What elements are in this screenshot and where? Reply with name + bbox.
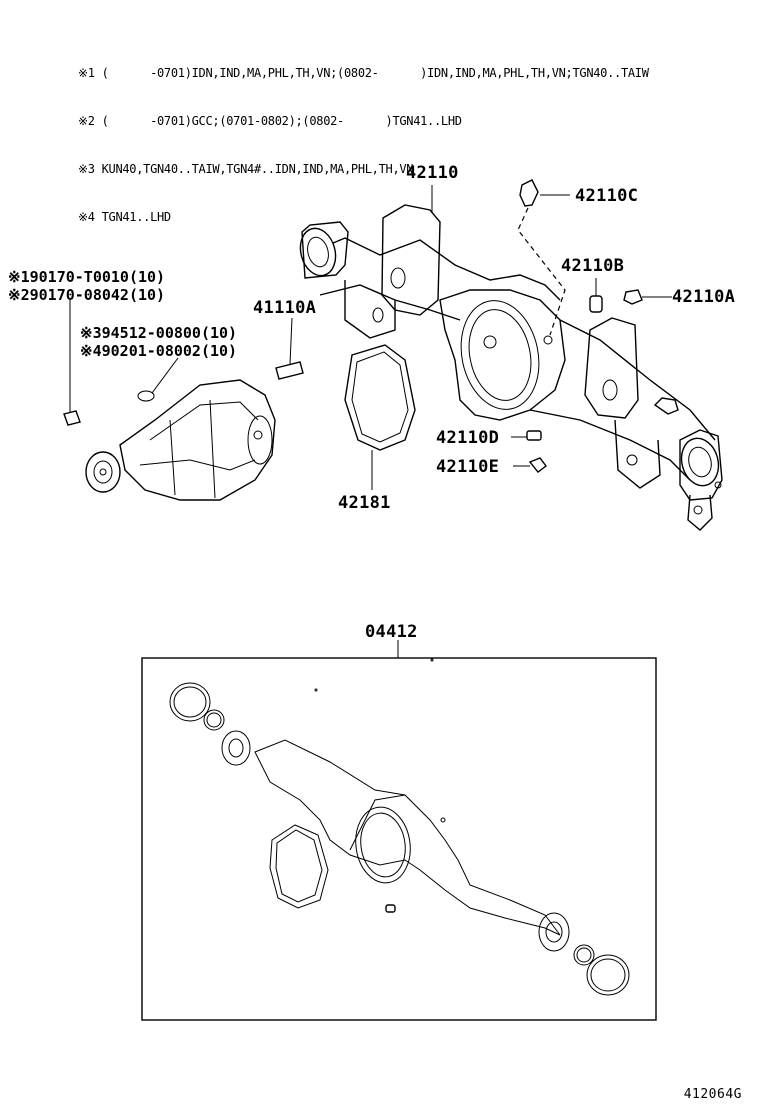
- breather-42110c-drawing: [517, 179, 570, 336]
- note-line-4: ※4 TGN41..LHD: [78, 210, 171, 224]
- part-label-42110d[interactable]: 42110D: [436, 428, 500, 448]
- note-line-1: ※1 ( -0701)IDN,IND,MA,PHL,TH,VN;(0802- )…: [78, 66, 649, 80]
- stud-41110a-drawing: [275, 317, 304, 380]
- illustration-code: 412064G: [683, 1087, 742, 1102]
- part-label-42110c[interactable]: 42110C: [575, 186, 639, 206]
- plug-42110d-drawing: [511, 430, 542, 441]
- subpart-label-4[interactable]: ※490201-08002(10): [80, 342, 238, 360]
- nut-42110a-drawing: [623, 289, 672, 305]
- subpart-label-1[interactable]: ※190170-T0010(10): [8, 268, 166, 286]
- part-label-04412[interactable]: 04412: [365, 622, 418, 642]
- part-label-42110[interactable]: 42110: [406, 163, 459, 183]
- subpart-label-3[interactable]: ※394512-00800(10): [80, 324, 238, 342]
- differential-carrier-drawing: [63, 300, 276, 501]
- part-label-42110a[interactable]: 42110A: [672, 287, 736, 307]
- part-label-42110b[interactable]: 42110B: [561, 256, 625, 276]
- note-line-2: ※2 ( -0701)GCC;(0701-0802);(0802- )TGN41…: [78, 114, 462, 128]
- part-label-42181[interactable]: 42181: [338, 493, 391, 513]
- part-label-42110e[interactable]: 42110E: [436, 457, 500, 477]
- note-line-3: ※3 KUN40,TGN40..TAIW,TGN4#..IDN,IND,MA,P…: [78, 162, 414, 176]
- subpart-label-2[interactable]: ※290170-08042(10): [8, 286, 166, 304]
- plug-42110e-drawing: [513, 457, 547, 473]
- applicability-notes: ※1 ( -0701)IDN,IND,MA,PHL,TH,VN;(0802- )…: [78, 33, 649, 241]
- gasket-kit-box: [141, 640, 657, 1021]
- part-label-41110a[interactable]: 41110A: [253, 298, 317, 318]
- gasket-42181-drawing: [344, 344, 416, 490]
- plug-42110b-drawing: [589, 278, 603, 313]
- axle-housing-drawing: [299, 204, 723, 531]
